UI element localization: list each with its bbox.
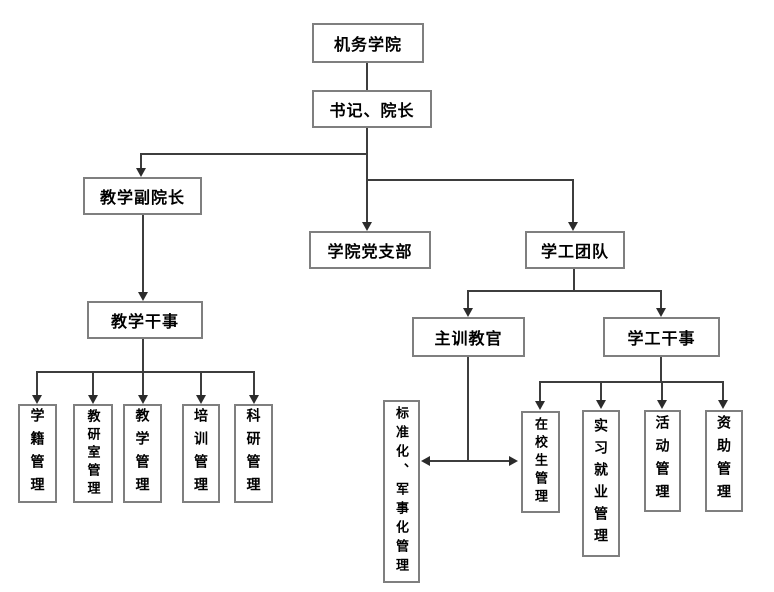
connector-stem-training-mgmt bbox=[200, 371, 202, 396]
node-student-work-clerk: 学工干事 bbox=[603, 317, 720, 357]
connector-branch-vice-dean-v bbox=[140, 153, 142, 169]
node-activities-mgmt: 活动管理 bbox=[644, 410, 681, 512]
connector-stem-teaching-mgmt bbox=[142, 371, 144, 396]
connector-left-distributor bbox=[36, 371, 255, 373]
node-chief-instructor: 主训教官 bbox=[412, 317, 525, 357]
arrowhead-to-student-status bbox=[32, 395, 42, 404]
connector-stem-research-office bbox=[92, 371, 94, 396]
node-student-work-team: 学工团队 bbox=[525, 231, 625, 269]
arrowhead-to-funding bbox=[718, 400, 728, 409]
arrowhead-to-standardization bbox=[421, 456, 430, 466]
node-standardization-mgmt: 标准化、军事化管理 bbox=[383, 400, 420, 583]
connector-stem-internship bbox=[600, 381, 602, 402]
connector-stem-current-students bbox=[539, 381, 541, 402]
connector-swclerk-down bbox=[660, 357, 662, 383]
connector-clerk-down bbox=[142, 339, 144, 373]
node-research-office-mgmt: 教研室管理 bbox=[73, 404, 113, 503]
node-funding-mgmt: 资助管理 bbox=[705, 410, 743, 512]
arrowhead-to-teaching-clerk bbox=[138, 292, 148, 301]
connector-stem-research-mgmt bbox=[253, 371, 255, 396]
connector-stem-swclerk bbox=[660, 290, 662, 309]
arrowhead-to-student-work-clerk bbox=[656, 308, 666, 317]
connector-to-team-v bbox=[572, 179, 574, 223]
node-secretary-dean: 书记、院长 bbox=[312, 90, 432, 128]
connector-branch-right-h bbox=[366, 179, 574, 181]
arrowhead-to-chief-instructor bbox=[463, 308, 473, 317]
connector-stem-funding bbox=[722, 381, 724, 402]
arrowhead-to-research-office bbox=[88, 395, 98, 404]
arrowhead-to-current-students bbox=[535, 401, 545, 410]
node-student-status-mgmt: 学籍管理 bbox=[18, 404, 57, 503]
connector-stem-activities bbox=[661, 381, 663, 402]
arrowhead-to-student-work-team bbox=[568, 222, 578, 231]
arrowhead-to-current-students-left bbox=[509, 456, 518, 466]
node-internship-employment-mgmt: 实习就业管理 bbox=[582, 410, 620, 557]
node-research-mgmt: 科研管理 bbox=[234, 404, 273, 503]
node-teaching-clerk: 教学干事 bbox=[87, 301, 203, 339]
connector-instructor-down bbox=[467, 357, 469, 462]
arrowhead-to-activities bbox=[657, 400, 667, 409]
connector-team-distributor bbox=[467, 290, 662, 292]
node-training-mgmt: 培训管理 bbox=[182, 404, 220, 503]
connector-double-arrow-h bbox=[428, 460, 510, 462]
connector-right-distributor bbox=[539, 381, 723, 383]
arrowhead-to-teaching-mgmt bbox=[138, 395, 148, 404]
arrowhead-to-internship bbox=[596, 400, 606, 409]
node-party-branch: 学院党支部 bbox=[309, 231, 431, 269]
arrowhead-to-training-mgmt bbox=[196, 395, 206, 404]
arrowhead-to-party-branch bbox=[362, 222, 372, 231]
arrowhead-to-research-mgmt bbox=[249, 395, 259, 404]
node-current-students-mgmt: 在校生管理 bbox=[521, 411, 560, 513]
connector-stem-student-status bbox=[36, 371, 38, 396]
node-college: 机务学院 bbox=[312, 23, 424, 63]
connector-to-party-v bbox=[366, 179, 368, 223]
connector-team-down bbox=[573, 269, 575, 291]
node-teaching-mgmt: 教学管理 bbox=[123, 404, 162, 503]
connector-college-secretary bbox=[366, 63, 368, 90]
connector-vice-dean-clerk bbox=[142, 215, 144, 294]
connector-stem-instructor bbox=[467, 290, 469, 309]
node-teaching-vice-dean: 教学副院长 bbox=[83, 177, 202, 215]
arrowhead-to-vice-dean bbox=[136, 168, 146, 177]
connector-branch-vice-dean-h bbox=[140, 153, 368, 155]
